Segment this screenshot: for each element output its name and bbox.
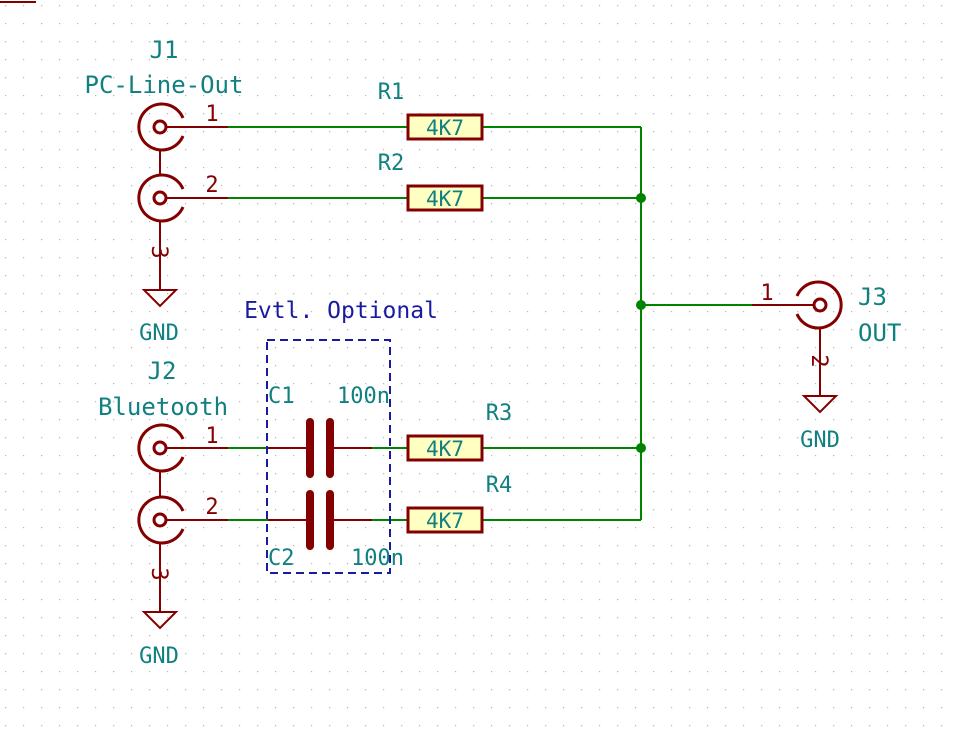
j1-gnd-label: GND (139, 321, 179, 346)
jack-symbol (137, 495, 185, 545)
resistor-body (406, 184, 484, 212)
j2-ref: J2 (148, 357, 177, 385)
j2-gnd-label: GND (139, 644, 179, 669)
c2-ref: C2 (268, 546, 295, 571)
j3-gnd-label: GND (800, 428, 840, 453)
connector-j3[interactable]: J3 OUT 1 2 GND (752, 280, 901, 453)
connector-j2[interactable]: J2 Bluetooth 1 2 3 GND (98, 357, 228, 669)
resistor-body (406, 506, 484, 534)
optional-group: Evtl. Optional (244, 298, 438, 574)
j2-pin3-number: 3 (146, 567, 171, 580)
j1-pin3-number: 3 (146, 245, 171, 258)
r2-ref: R2 (378, 151, 405, 176)
c2-value: 100n (351, 546, 404, 571)
optional-note: Evtl. Optional (244, 298, 438, 324)
r3-ref: R3 (486, 401, 513, 426)
gnd-symbol (801, 395, 839, 414)
r4-ref: R4 (486, 473, 513, 498)
j1-ref: J1 (150, 36, 179, 64)
junctions (636, 193, 646, 453)
j2-pin2-number: 2 (205, 495, 218, 520)
resistor-r4[interactable]: 4K7 R4 (406, 473, 513, 534)
resistor-r1[interactable]: 4K7 R1 (378, 80, 484, 141)
jack-symbol (795, 280, 843, 330)
j1-pin2-number: 2 (205, 173, 218, 198)
resistor-body (406, 113, 484, 141)
wires (228, 126, 752, 521)
jack-symbol (137, 173, 185, 223)
jack-symbol (137, 102, 185, 152)
resistor-r2[interactable]: 4K7 R2 (378, 151, 484, 212)
r1-value: 4K7 (426, 116, 464, 140)
capacitor-c2[interactable]: C2 100n (268, 490, 404, 571)
optional-dashed-box (266, 339, 391, 574)
connector-j1[interactable]: J1 PC-Line-Out 1 2 3 GND (85, 36, 244, 346)
j3-pin2-number: 2 (806, 354, 831, 367)
r3-value: 4K7 (426, 437, 464, 461)
junction-dot (636, 193, 646, 203)
gnd-symbol (141, 289, 179, 308)
j3-ref: J3 (858, 283, 887, 311)
j2-pin1-number: 1 (205, 424, 218, 449)
j1-value: PC-Line-Out (85, 71, 244, 99)
j3-value: OUT (858, 319, 901, 347)
capacitor-c1[interactable]: C1 100n (268, 384, 390, 478)
j2-value: Bluetooth (98, 393, 228, 421)
c1-ref: C1 (268, 384, 295, 409)
resistor-r3[interactable]: 4K7 R3 (406, 401, 513, 462)
junction-dot (636, 443, 646, 453)
j3-pin1-number: 1 (760, 281, 773, 306)
r2-value: 4K7 (426, 187, 464, 211)
resistor-body (406, 434, 484, 462)
j1-pin1-number: 1 (205, 102, 218, 127)
r1-ref: R1 (378, 80, 405, 105)
c1-value: 100n (337, 384, 390, 409)
gnd-symbol (141, 611, 179, 630)
junction-dot (636, 300, 646, 310)
r4-value: 4K7 (426, 509, 464, 533)
jack-symbol (137, 423, 185, 473)
